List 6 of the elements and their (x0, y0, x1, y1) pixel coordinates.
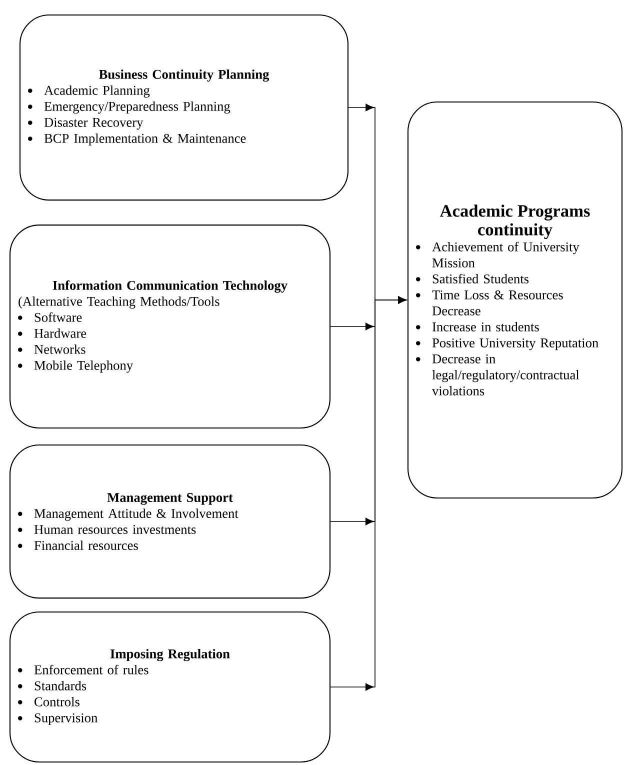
rounded-box: Management Support Management Attitude & Involvement Human resources investments Financial resources (9, 444, 331, 599)
arrow (330, 296, 406, 691)
rounded-box: Imposing Regulation Enforcement of rules Standards Controls Supervision (9, 611, 331, 763)
rounded-box: Business Continuity Planning Academic Planning Emergency/Preparedness Planning Disaster Recovery BCP Implementation & Maintenance (19, 14, 349, 201)
rounded-box: Information Communication Technology (Alternative Teaching Methods/Tools Software Hardware Networks Mobile Telephony (9, 224, 331, 428)
rounded-box: Academic Programs continuity Achievement of University Mission Satisfied Students Time Loss & Resources Decrease Increase in students Positive University Reputation Decrease in legal/regulatory/contractual violations (407, 101, 623, 499)
